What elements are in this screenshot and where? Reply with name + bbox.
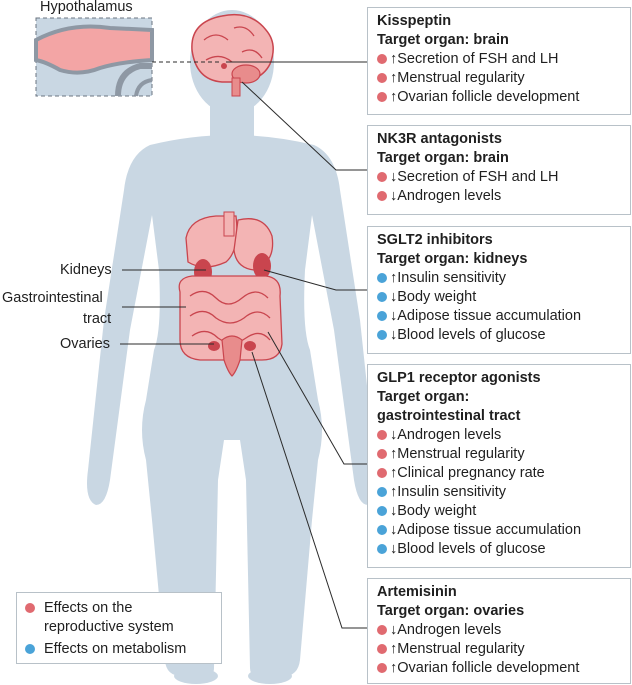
hypothalamus-inset [34, 17, 154, 97]
drug-title: SGLT2 inhibitors [377, 232, 493, 248]
reproductive-dot-icon [377, 468, 387, 478]
effect-item: ↓Adipose tissue accumulation [377, 307, 622, 326]
target-organ: Target organ: kidneys [377, 251, 528, 267]
metabolism-dot-icon [377, 544, 387, 554]
reproductive-dot-icon [377, 73, 387, 83]
reproductive-dot-icon [377, 663, 387, 673]
metabolism-dot-icon [377, 292, 387, 302]
drug-title: Kisspeptin [377, 13, 452, 29]
target-organ: gastrointestinal tract [377, 408, 521, 424]
effect-item: ↓Androgen levels [377, 187, 622, 206]
gi-tract-label-line1: Gastrointestinal [2, 290, 103, 306]
metabolism-dot-icon [377, 273, 387, 283]
drug-box-sglt2-inhibitors: SGLT2 inhibitors Target organ: kidneys ↑… [367, 226, 631, 354]
reproductive-dot-icon [377, 54, 387, 64]
effect-item: ↑Ovarian follicle development [377, 659, 622, 678]
metabolism-dot-icon [25, 644, 35, 654]
effect-item: ↓Blood levels of glucose [377, 326, 622, 345]
metabolism-dot-icon [377, 525, 387, 535]
reproductive-dot-icon [377, 430, 387, 440]
target-organ: Target organ: brain [377, 150, 509, 166]
metabolism-dot-icon [377, 487, 387, 497]
effect-item: ↓Adipose tissue accumulation [377, 521, 622, 540]
legend-label: Effects on the reproductive system [44, 600, 174, 635]
drug-title: GLP1 receptor agonists [377, 370, 541, 386]
target-organ: Target organ: ovaries [377, 603, 525, 619]
drug-box-artemisinin: Artemisinin Target organ: ovaries ↓Andro… [367, 578, 631, 684]
reproductive-dot-icon [377, 191, 387, 201]
effect-item: ↓Androgen levels [377, 426, 622, 445]
reproductive-dot-icon [377, 92, 387, 102]
metabolism-dot-icon [377, 311, 387, 321]
legend-item-reproductive: Effects on the reproductive system [25, 599, 213, 637]
target-organ: Target organ: brain [377, 32, 509, 48]
target-organ: Target organ: [377, 389, 470, 405]
reproductive-dot-icon [377, 644, 387, 654]
reproductive-dot-icon [25, 603, 35, 613]
connector-lines [120, 61, 367, 629]
kidneys-label: Kidneys [60, 262, 112, 278]
effect-item: ↑Menstrual regularity [377, 640, 622, 659]
brain-icon [191, 13, 274, 97]
drug-box-kisspeptin: Kisspeptin Target organ: brain ↑Secretio… [367, 7, 631, 115]
metabolism-dot-icon [377, 506, 387, 516]
effect-item: ↑Menstrual regularity [377, 69, 622, 88]
ovaries-label: Ovaries [60, 336, 110, 352]
legend: Effects on the reproductive system Effec… [16, 592, 222, 664]
effect-item: ↓Androgen levels [377, 621, 622, 640]
legend-item-metabolism: Effects on metabolism [25, 640, 213, 659]
drug-box-glp1-receptor-agonists: GLP1 receptor agonists Target organ: gas… [367, 364, 631, 568]
reproductive-dot-icon [377, 449, 387, 459]
reproductive-dot-icon [377, 625, 387, 635]
effect-item: ↓Body weight [377, 288, 622, 307]
drug-box-nk3r-antagonists: NK3R antagonists Target organ: brain ↓Se… [367, 125, 631, 215]
drug-title: Artemisinin [377, 584, 457, 600]
effect-item: ↓Body weight [377, 502, 622, 521]
effect-item: ↑Clinical pregnancy rate [377, 464, 622, 483]
hypothalamus-label: Hypothalamus [40, 0, 133, 15]
reproductive-dot-icon [377, 172, 387, 182]
legend-label: Effects on metabolism [44, 641, 187, 657]
effect-item: ↑Menstrual regularity [377, 445, 622, 464]
gi-tract-label-line2: tract [83, 311, 112, 327]
effect-item: ↑Secretion of FSH and LH [377, 50, 622, 69]
metabolism-dot-icon [377, 330, 387, 340]
drug-title: NK3R antagonists [377, 131, 502, 147]
effect-item: ↓Secretion of FSH and LH [377, 168, 622, 187]
effect-item: ↑Insulin sensitivity [377, 483, 622, 502]
effect-item: ↓Blood levels of glucose [377, 540, 622, 559]
effect-item: ↑Insulin sensitivity [377, 269, 622, 288]
effect-item: ↑Ovarian follicle development [377, 88, 622, 107]
abdominal-organs-icon [178, 211, 283, 377]
